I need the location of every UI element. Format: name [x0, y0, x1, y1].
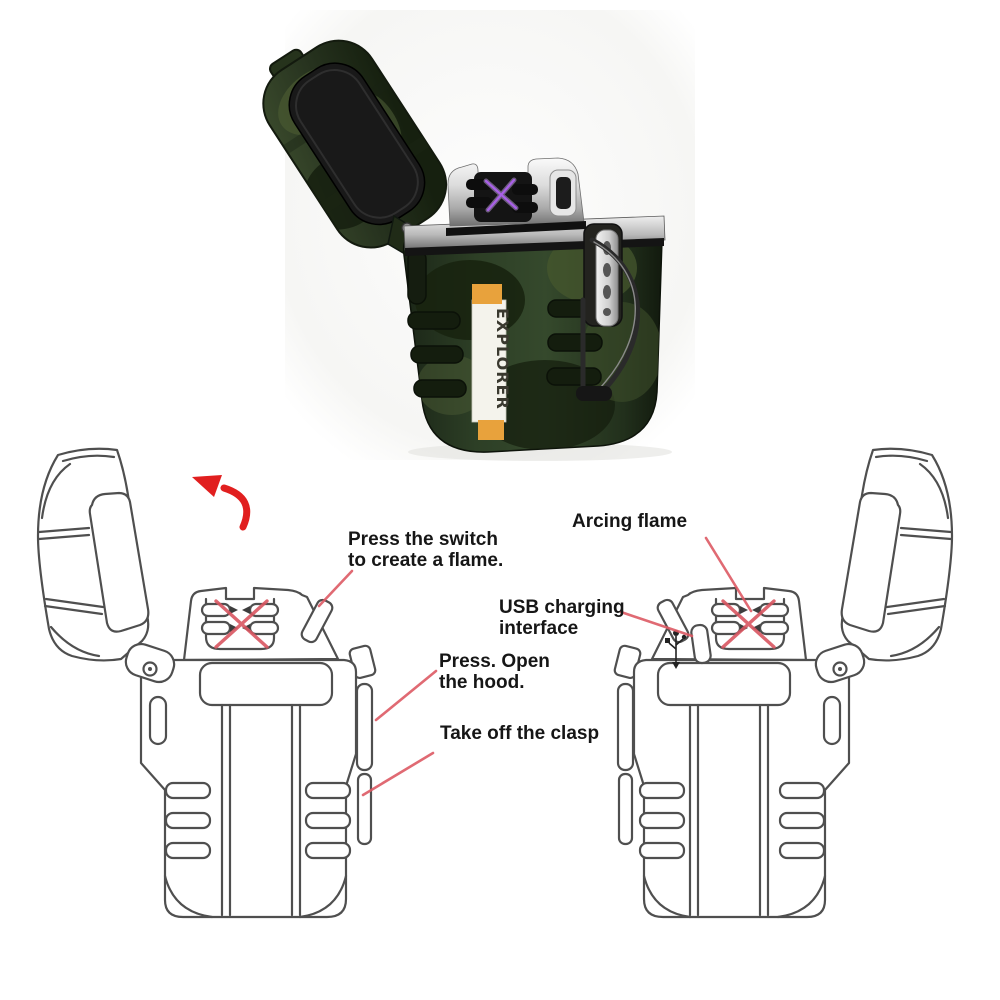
annotation-press-open: Press. Open the hood. [439, 651, 550, 693]
diagram-left-lighter [36, 447, 377, 919]
sketch-side-slot [148, 695, 168, 746]
label-orange-bottom [478, 420, 504, 440]
leader-usb [619, 610, 694, 638]
annotation-line: to create a flame. [348, 550, 504, 571]
sketch-switch [300, 598, 334, 644]
brand-label-strip: EXPLORER [471, 284, 512, 440]
sketch-lid-plate [88, 491, 150, 633]
leader-press-switch [317, 569, 354, 608]
sketch-bottom-corners [163, 874, 348, 919]
sketch-clasp-lower [356, 772, 373, 846]
ignite-switch [549, 169, 577, 217]
usb-port [665, 623, 712, 669]
annotation-line: Press the switch [348, 529, 498, 550]
sketch-arc-cavity [204, 597, 276, 651]
annotation-line: the hood. [439, 672, 525, 693]
leader-take-clasp [361, 751, 435, 797]
photo-lid-open [262, 39, 448, 249]
photo-clasp [576, 223, 641, 401]
sketch-clasp-upper [355, 682, 374, 772]
body-ribs-left [407, 311, 467, 398]
annotation-take-clasp: Take off the clasp [440, 723, 599, 744]
annotation-line: interface [499, 618, 579, 639]
annotation-usb-charging: USB charging interface [499, 597, 625, 639]
lid-interior-cavity [288, 62, 426, 226]
arc-x-mark [214, 599, 269, 649]
brand-label-text: EXPLORER [493, 308, 512, 410]
sketch-center-band [220, 703, 302, 917]
annotation-line: USB charging [499, 597, 625, 618]
sketch-lid [36, 447, 176, 684]
product-photo: EXPLORER [262, 10, 695, 461]
annotation-press-switch: Press the switch to create a flame. [348, 529, 503, 571]
leader-press-open [374, 669, 438, 722]
leader-lines [317, 536, 753, 797]
photo-arc-head [446, 157, 586, 236]
body-side-slot [407, 249, 427, 305]
photo-body: EXPLORER [402, 229, 663, 453]
clasp-wire [589, 237, 641, 395]
leader-arcing-flame [704, 536, 753, 613]
plasma-arc [483, 177, 519, 213]
label-orange-top [472, 284, 502, 304]
annotation-line: Take off the clasp [440, 723, 600, 744]
usb-icon [665, 630, 687, 669]
open-direction-arrow [192, 475, 251, 531]
electrodes [466, 179, 538, 213]
annotation-arcing-flame: Arcing flame [572, 511, 687, 532]
clasp-hook [576, 386, 612, 401]
annotation-line: Press. Open [439, 651, 550, 672]
sketch-collar-plate [198, 661, 334, 707]
sketch-ribs [164, 781, 352, 860]
annotation-line: Arcing flame [572, 511, 688, 532]
